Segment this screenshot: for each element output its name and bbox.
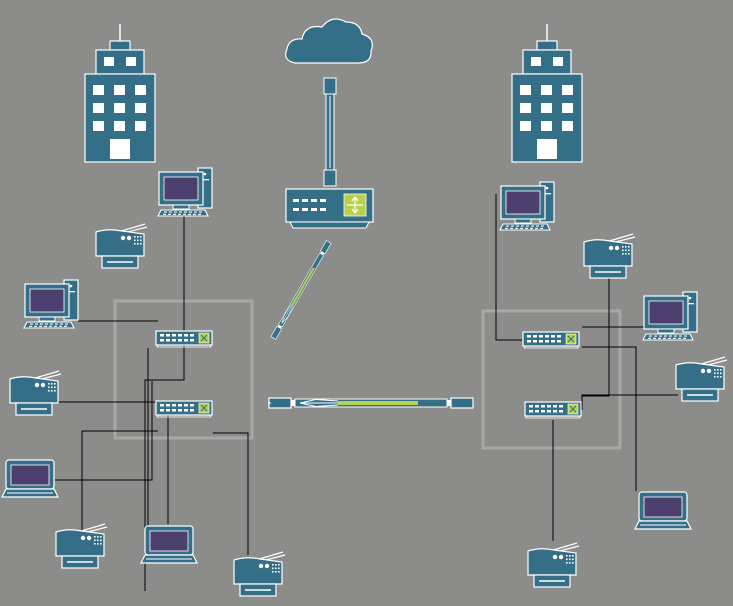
right-laptop-bottom <box>634 491 692 530</box>
router-icon <box>285 188 374 229</box>
cloud-icon <box>285 18 373 64</box>
horizontal-fiber-link-icon <box>268 397 474 409</box>
left-laptop-bottom <box>140 525 198 564</box>
left-network-wires <box>55 215 249 591</box>
right-switch-top <box>522 331 580 349</box>
vertical-fiber-link-icon <box>323 77 337 187</box>
left-switch-top <box>155 330 213 348</box>
left-laptop-mid <box>1 459 59 498</box>
right-switch-bottom <box>524 401 582 419</box>
right-group-box <box>481 309 622 450</box>
left-switch-bottom <box>155 400 213 418</box>
